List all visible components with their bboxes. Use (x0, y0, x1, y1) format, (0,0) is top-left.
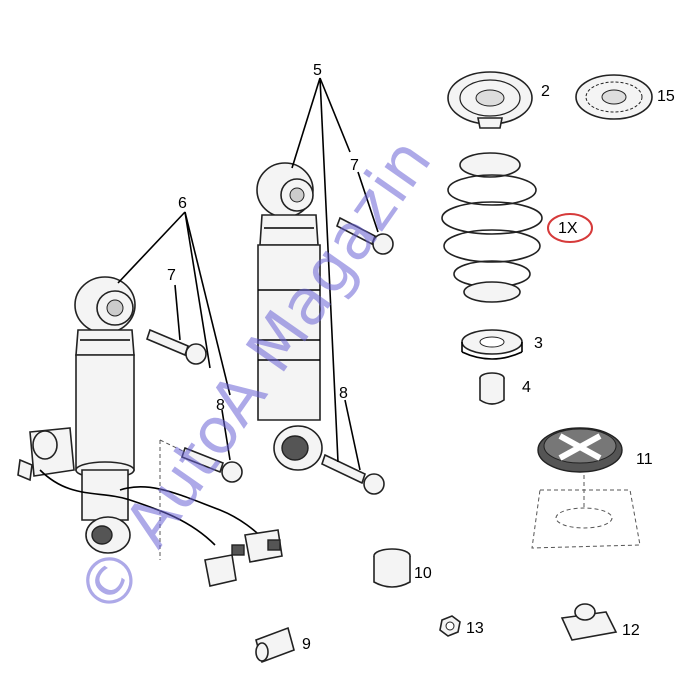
spring-seat-upper (447, 71, 533, 129)
callout-9: 9 (302, 636, 311, 653)
left-shock-absorber (17, 276, 283, 587)
bolt-8-left (181, 446, 243, 483)
lower-spring-seat (531, 427, 641, 549)
buffer (479, 372, 505, 405)
leader-lines (117, 77, 379, 471)
callout-5: 5 (313, 62, 322, 79)
callout-7-upper: 7 (350, 157, 359, 174)
callout-8-left: 8 (216, 397, 225, 414)
callout-3: 3 (534, 335, 543, 352)
bolt-8-right (321, 453, 385, 495)
callout-10: 10 (414, 565, 432, 582)
top-mount (575, 74, 653, 120)
bushing-10 (373, 548, 411, 588)
callout-7-lower: 7 (167, 267, 176, 284)
callout-4: 4 (522, 379, 531, 396)
callout-13: 13 (466, 620, 484, 637)
callout-6: 6 (178, 195, 187, 212)
right-shock-absorber (256, 162, 323, 471)
bracket-12 (560, 603, 618, 641)
callout-11: 11 (636, 451, 653, 468)
spring-quantity-circle (547, 213, 593, 243)
callout-8-right: 8 (339, 385, 348, 402)
nut-13 (439, 615, 461, 637)
bolt-7-upper (336, 216, 394, 255)
sleeve-9 (255, 626, 295, 664)
callout-15: 15 (657, 88, 675, 105)
coil-spring (441, 152, 543, 303)
bump-stop-ring (461, 329, 523, 360)
callout-12: 12 (622, 622, 640, 639)
callout-2: 2 (541, 83, 550, 100)
bolt-7-lower (146, 328, 207, 365)
callout-1x: 1X (558, 220, 578, 237)
